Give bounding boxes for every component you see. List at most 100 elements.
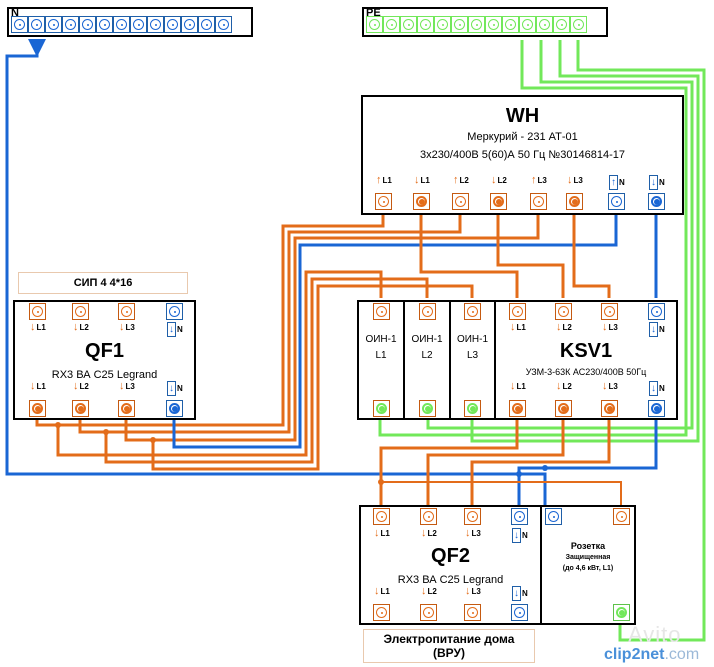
ksv1-top-label: ↓L2 <box>556 322 572 333</box>
terminal-screw-icon <box>99 19 110 30</box>
arrow-down-icon: ↓ <box>649 322 658 337</box>
ksv1-bottom-terminal-l1 <box>509 400 526 417</box>
neutral-bus-terminal <box>198 16 215 33</box>
wh-terminal-label-text: L1 <box>382 175 392 185</box>
wh-terminal-label: ↓L2 <box>491 174 507 186</box>
qf2-top-terminal-l2 <box>420 508 437 525</box>
terminal-screw-icon <box>48 19 59 30</box>
wh-terminal-label: ↑L2 <box>453 175 469 186</box>
qf2-title: QF2 <box>431 545 470 567</box>
arrow-down-icon: ↓ <box>374 527 380 539</box>
qf1-bottom-label-text: L3 <box>125 381 135 391</box>
oin-l3-phase: L3 <box>466 350 479 361</box>
wire-pe-2 <box>426 40 694 430</box>
neutral-bus-terminal <box>130 16 147 33</box>
wire-wh-l3-ksv <box>572 206 611 298</box>
arrow-down-icon: ↓ <box>510 321 516 333</box>
wire-wh-l1-ksv <box>419 206 519 298</box>
ksv1-bottom-terminal-l2 <box>555 400 572 417</box>
terminal-screw-icon <box>167 19 178 30</box>
qf2-bottom-label: ↓L2 <box>421 585 437 597</box>
ksv1-top-label-text: N <box>659 325 665 334</box>
terminal-screw-icon <box>376 306 387 317</box>
terminal-screw-icon <box>32 403 43 414</box>
arrow-down-icon: ↓ <box>414 174 420 186</box>
qf2-top-label: ↓L3 <box>465 528 481 539</box>
wh-terminal-n-out <box>648 193 665 210</box>
qf1-bottom-label-text: N <box>177 384 183 393</box>
ksv1-title: KSV1 <box>559 340 613 362</box>
terminal-screw-icon <box>150 19 161 30</box>
qf1-model: RX3 ВА С25 Legrand <box>51 369 158 381</box>
wh-meter: WH Меркурий - 231 АТ-01 3x230/400В 5(60)… <box>361 95 684 215</box>
arrow-down-icon: ↓ <box>465 585 471 597</box>
ksv1-bottom-label-text: L3 <box>608 381 618 391</box>
terminal-screw-icon <box>488 19 499 30</box>
junction-dots <box>55 422 548 485</box>
terminal-screw-icon <box>369 19 380 30</box>
arrow-down-icon: ↓ <box>421 585 427 597</box>
qf2-bottom-label: ↓L1 <box>374 585 390 597</box>
ksv1-bottom-label: ↓L2 <box>556 381 572 392</box>
qf1-top-label-text: L3 <box>125 322 135 332</box>
ksv1-top-label: ↓N <box>649 322 665 337</box>
oin-top-terminal <box>373 303 390 320</box>
ksv1-top-label: ↓L3 <box>602 322 618 333</box>
wire-pe-4 <box>576 40 706 642</box>
oin-l2-phase: L2 <box>421 350 433 361</box>
pe-bus-terminal <box>519 16 536 33</box>
arrow-down-icon: ↓ <box>510 380 516 392</box>
terminal-screw-icon <box>651 403 662 414</box>
qf2-top-label-text: L2 <box>427 528 437 538</box>
arrow-down-icon: ↓ <box>374 585 380 597</box>
wire-pe-1 <box>378 40 688 437</box>
wire-qf1-l1-wh <box>35 213 385 427</box>
terminal-screw-icon <box>422 306 433 317</box>
terminal-screw-icon <box>533 196 544 207</box>
neutral-bus-terminal <box>62 16 79 33</box>
neutral-bus-terminal <box>164 16 181 33</box>
qf2-bottom-label: ↓N <box>512 586 528 601</box>
terminal-screw-icon <box>416 196 427 207</box>
qf1-top-terminal-n <box>166 303 183 320</box>
oin-top-terminal <box>464 303 481 320</box>
terminal-screw-icon <box>467 306 478 317</box>
qf1-bottom-label-text: L2 <box>79 381 89 391</box>
qf2-bottom-terminal-l2 <box>420 604 437 621</box>
wh-terminal-l2-in <box>452 193 469 210</box>
oin-l3-name: ОИН-1 <box>456 334 489 345</box>
watermark-avito: Avito <box>628 622 682 647</box>
arrow-down-icon: ↓ <box>167 322 176 337</box>
ksv1-top-label-text: L3 <box>608 322 618 332</box>
neutral-bus-terminals <box>11 16 232 33</box>
terminal-screw-icon <box>423 607 434 618</box>
terminal-screw-icon <box>422 403 433 414</box>
oin-l1-phase: L1 <box>375 350 387 361</box>
terminal-screw-icon <box>169 306 180 317</box>
qf2-top-label-text: L3 <box>471 528 481 538</box>
pe-bus: PE <box>362 7 608 37</box>
ksv1-bottom-label-text: N <box>659 384 665 393</box>
wh-terminal-label-text: N <box>659 178 665 187</box>
terminal-screw-icon <box>616 511 627 522</box>
arrow-down-icon: ↓ <box>421 527 427 539</box>
pe-bus-terminal <box>383 16 400 33</box>
ksv1-bottom-label-text: L2 <box>562 381 572 391</box>
arrow-up-icon: ↑ <box>609 175 618 190</box>
neutral-bus-label: N <box>11 7 19 19</box>
qf1-top-label-text: L1 <box>36 322 46 332</box>
arrow-up-icon: ↑ <box>531 174 537 186</box>
terminal-screw-icon <box>116 19 127 30</box>
arrow-down-icon: ↓ <box>119 380 125 392</box>
qf2-top-label-text: L1 <box>380 528 390 538</box>
qf1-bottom-label: ↓L2 <box>73 381 89 392</box>
arrow-down-icon: ↓ <box>649 381 658 396</box>
qf1-top-label: ↓L3 <box>119 322 135 333</box>
pe-bus-terminal <box>451 16 468 33</box>
terminal-screw-icon <box>455 196 466 207</box>
arrow-down-icon: ↓ <box>491 174 497 186</box>
neutral-bus: N <box>7 7 253 37</box>
terminal-screw-icon <box>420 19 431 30</box>
wh-terminal-l1-out <box>413 193 430 210</box>
wire-socket-l1 <box>381 481 622 505</box>
